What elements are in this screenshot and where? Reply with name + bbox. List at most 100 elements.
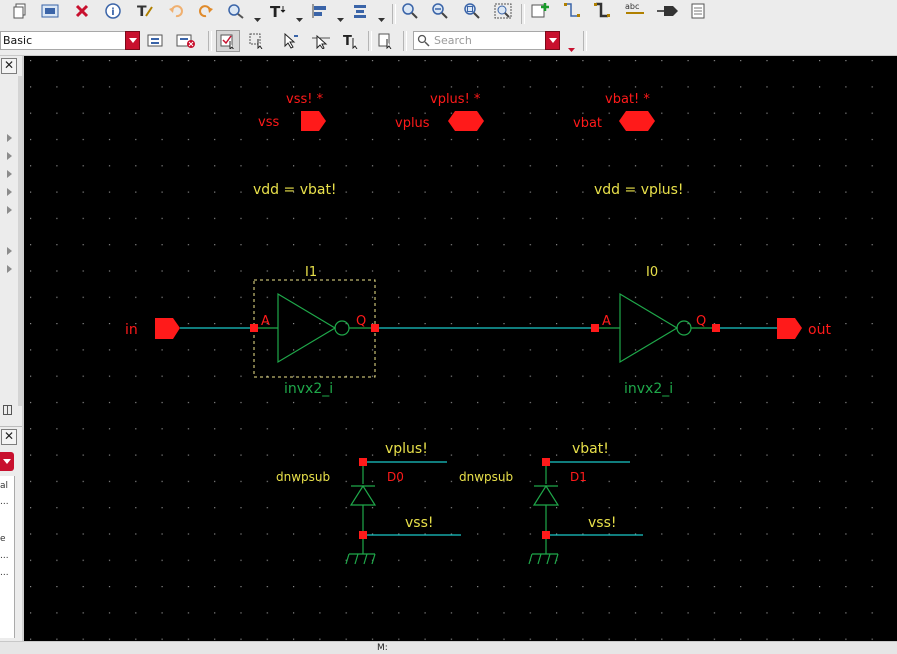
property-list-item: ...: [0, 568, 9, 578]
label-icon[interactable]: abc: [624, 0, 646, 20]
pin-vss[interactable]: [301, 111, 326, 131]
diode-d1-symbol[interactable]: [532, 466, 560, 532]
fit-window-icon[interactable]: [40, 1, 60, 21]
pin-in[interactable]: [155, 318, 180, 339]
align-icon[interactable]: [310, 1, 330, 21]
text-size-icon[interactable]: T: [268, 1, 288, 21]
diode-d1-model: dnwpsub: [459, 470, 513, 484]
zoom-fit-icon[interactable]: [462, 1, 482, 21]
panel-scrollbar[interactable]: [18, 76, 22, 406]
instance-i0-pin-q[interactable]: [712, 324, 720, 332]
panel-dropdown-button[interactable]: [0, 452, 14, 471]
delete-workspace-icon[interactable]: [176, 31, 196, 51]
instance-i0-pin-a[interactable]: [591, 324, 599, 332]
chevron-down-icon[interactable]: [254, 9, 261, 22]
diode-d0-top-net: vplus!: [385, 441, 428, 457]
chevron-right-icon[interactable]: [7, 206, 12, 214]
diode-d1-pin-top[interactable]: [542, 458, 550, 466]
diode-d0-name: D0: [387, 470, 404, 484]
zoom-cursor-icon[interactable]: [226, 1, 246, 21]
instance-i0-cell: invx2_i: [624, 381, 673, 397]
instance-i0-pin-q-label: Q: [696, 314, 706, 329]
pin-label-out: out: [808, 322, 831, 338]
select-mode-icon[interactable]: [216, 30, 240, 52]
chevron-down-icon[interactable]: [545, 31, 560, 50]
chevron-down-icon[interactable]: [337, 9, 344, 22]
save-workspace-icon[interactable]: [146, 31, 166, 51]
property-vdd-left: vdd = vbat!: [253, 182, 337, 198]
zoom-icon[interactable]: [400, 1, 420, 21]
select-pointer-icon[interactable]: [280, 31, 300, 51]
wire-icon[interactable]: [562, 1, 582, 21]
chevron-down-icon[interactable]: [296, 9, 303, 22]
chevron-right-icon[interactable]: [7, 170, 12, 178]
schematic-drawing[interactable]: vss! * vplus! * vbat! * vss vplus vbat v…: [24, 56, 897, 641]
chevron-down-icon[interactable]: [568, 39, 575, 52]
text-edit-icon[interactable]: T: [135, 1, 155, 21]
instance-i1-pin-q-label: Q: [356, 314, 366, 329]
diode-d1-top-net: vbat!: [572, 441, 609, 457]
instance-i1-pin-a[interactable]: [250, 324, 258, 332]
canvas-grid: [24, 56, 897, 641]
select-net-icon[interactable]: [311, 31, 331, 51]
copy-icon[interactable]: [10, 1, 30, 21]
workspace-combo[interactable]: Basic: [0, 31, 140, 50]
pin-vbat[interactable]: [619, 111, 655, 131]
diode-d0-symbol[interactable]: [349, 466, 377, 532]
panel-toggle-icon[interactable]: [3, 405, 12, 415]
add-instance-icon[interactable]: [530, 1, 550, 21]
highlight-icon[interactable]: [377, 31, 397, 51]
svg-text:i: i: [111, 7, 114, 18]
toolbar-separator: [403, 31, 407, 51]
select-text-icon[interactable]: T: [342, 31, 362, 51]
svg-text:T: T: [343, 34, 352, 49]
search-field[interactable]: Search: [413, 31, 560, 50]
chevron-down-icon[interactable]: [125, 31, 140, 50]
property-list-item: al: [0, 481, 9, 491]
global-label-vss: vss! *: [286, 92, 324, 107]
property-list-item: ...: [0, 551, 9, 561]
workspace-combo-value: Basic: [3, 34, 33, 47]
close-icon[interactable]: ✕: [1, 429, 17, 445]
toolbar-separator: [521, 4, 525, 24]
chevron-right-icon[interactable]: [7, 265, 12, 273]
diode-d0-bottom-net: vss!: [405, 515, 434, 531]
property-list[interactable]: al ... e ... ...: [0, 476, 15, 638]
toolbar-separator: [368, 31, 372, 51]
left-dock: ✕ ✕ al ... e ... ...: [0, 56, 22, 641]
schematic-canvas[interactable]: vss! * vplus! * vbat! * vss vplus vbat v…: [22, 56, 897, 641]
diode-d1-pin-bottom[interactable]: [542, 531, 550, 539]
zoom-area-icon[interactable]: [493, 1, 513, 21]
redo-icon[interactable]: [196, 1, 216, 21]
pin-icon[interactable]: [656, 1, 680, 21]
diode-d0-model: dnwpsub: [276, 470, 330, 484]
chevron-down-icon[interactable]: [378, 9, 385, 22]
global-label-vplus: vplus! *: [430, 92, 481, 107]
instance-i1-cell: invx2_i: [284, 381, 333, 397]
diode-d0-pin-bottom[interactable]: [359, 531, 367, 539]
select-area-icon[interactable]: [248, 31, 268, 51]
pin-out[interactable]: [777, 318, 802, 339]
property-vdd-right: vdd = vplus!: [594, 182, 684, 198]
chevron-right-icon[interactable]: [7, 134, 12, 142]
wide-wire-icon[interactable]: [592, 1, 612, 21]
distribute-icon[interactable]: [350, 1, 370, 21]
properties-icon[interactable]: [688, 1, 708, 21]
zoom-out-icon[interactable]: [430, 1, 450, 21]
panel-divider: [0, 426, 22, 427]
svg-text:T: T: [137, 4, 147, 19]
chevron-right-icon[interactable]: [7, 188, 12, 196]
info-icon[interactable]: i: [103, 1, 123, 21]
chevron-right-icon[interactable]: [7, 247, 12, 255]
chevron-right-icon[interactable]: [7, 152, 12, 160]
undo-icon[interactable]: [166, 1, 186, 21]
close-icon[interactable]: ✕: [1, 58, 17, 74]
delete-icon[interactable]: [72, 1, 92, 21]
pin-vplus[interactable]: [448, 111, 484, 131]
instance-i1-pin-q[interactable]: [371, 324, 379, 332]
diode-d1-bottom-net: vss!: [588, 515, 617, 531]
pin-label-vss: vss: [258, 115, 279, 130]
diode-d0-pin-top[interactable]: [359, 458, 367, 466]
instance-i1-pin-a-label: A: [261, 314, 270, 329]
toolbar-separator: [392, 4, 396, 24]
